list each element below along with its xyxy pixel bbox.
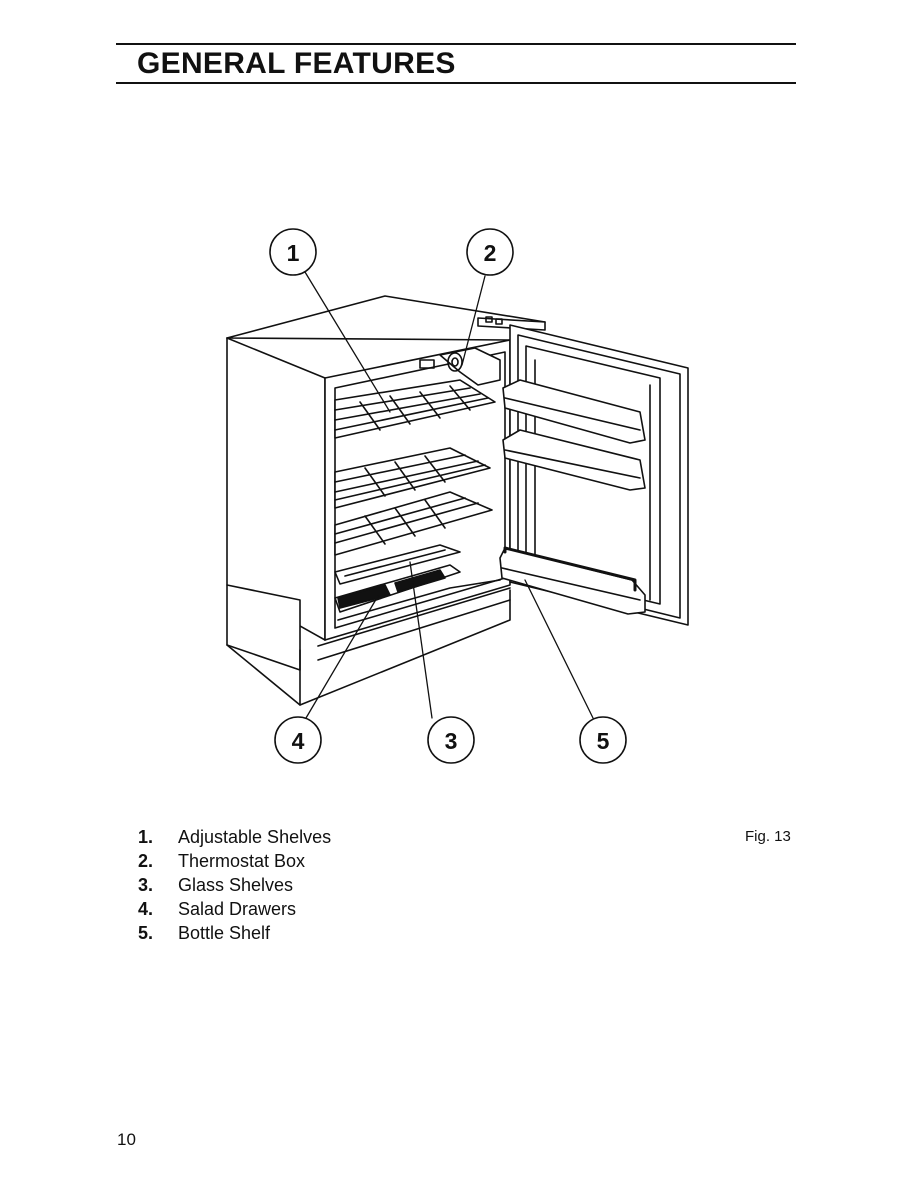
callout-3: 3 <box>427 716 475 764</box>
legend-number: 2. <box>138 851 154 871</box>
callout-2: 2 <box>466 228 514 276</box>
svg-text:3: 3 <box>445 728 458 754</box>
refrigerator-illustration: 1 2 3 4 5 <box>226 228 689 764</box>
legend-number: 5. <box>138 923 154 943</box>
figure-caption: Fig. 13 <box>745 828 791 845</box>
page-number: 10 <box>117 1130 136 1149</box>
features-legend: 1. Adjustable Shelves 2. Thermostat Box … <box>138 825 331 945</box>
callout-4: 4 <box>274 716 322 764</box>
svg-text:5: 5 <box>597 728 610 754</box>
header-rule-bottom <box>116 82 796 84</box>
callout-5: 5 <box>579 716 627 764</box>
legend-item: 3. Glass Shelves <box>138 873 331 897</box>
legend-item: 5. Bottle Shelf <box>138 921 331 945</box>
legend-label: Adjustable Shelves <box>178 827 332 847</box>
legend-label: Bottle Shelf <box>178 923 271 943</box>
door-shelves <box>502 379 646 491</box>
cabinet <box>226 295 546 706</box>
legend-item: 4. Salad Drawers <box>138 897 331 921</box>
callout-1: 1 <box>269 228 317 276</box>
thermostat-box <box>419 347 501 386</box>
svg-text:1: 1 <box>287 240 300 266</box>
legend-label: Salad Drawers <box>178 899 297 919</box>
legend-number: 3. <box>138 875 154 895</box>
header-rule-top <box>116 43 796 45</box>
salad-drawers <box>334 564 501 621</box>
callout-leaders <box>304 271 594 719</box>
svg-text:4: 4 <box>292 728 305 754</box>
legend-item: 2. Thermostat Box <box>138 849 331 873</box>
legend-number: 4. <box>138 899 154 919</box>
legend-label: Thermostat Box <box>178 851 306 871</box>
adjustable-shelves <box>334 379 496 556</box>
page-title: GENERAL FEATURES <box>137 47 456 80</box>
svg-text:2: 2 <box>484 240 497 266</box>
legend-item: 1. Adjustable Shelves <box>138 825 331 849</box>
legend-number: 1. <box>138 827 154 847</box>
glass-shelf <box>334 544 461 585</box>
legend-label: Glass Shelves <box>178 875 294 895</box>
bottle-shelf <box>499 546 646 615</box>
